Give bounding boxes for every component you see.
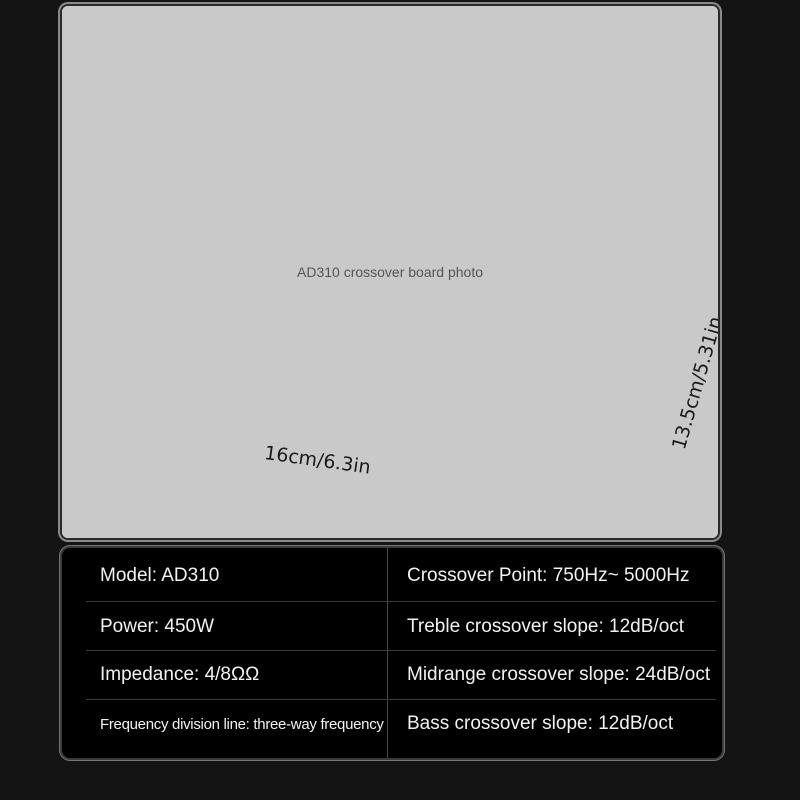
spec-frequency-division: Frequency division line: three-way frequ… [100, 715, 384, 733]
spec-model: Model: AD310 [100, 565, 220, 586]
spec-impedance: Impedance: 4/8ΩΩ [100, 664, 260, 685]
spec-power: Power: 450W [100, 616, 215, 637]
spec-table: Model: AD310 Power: 450W Impedance: 4/8Ω… [62, 548, 722, 758]
row-divider [86, 650, 716, 651]
spec-treble-slope: Treble crossover slope: 12dB/oct [407, 616, 685, 637]
product-photo: AD310 crossover board photo [62, 6, 718, 538]
row-divider [86, 601, 716, 602]
row-divider [86, 699, 716, 700]
product-photo-placeholder-label: AD310 crossover board photo [297, 264, 483, 280]
spec-bass-slope: Bass crossover slope: 12dB/oct [407, 713, 674, 734]
spec-crossover-point: Crossover Point: 750Hz~ 5000Hz [407, 565, 690, 586]
column-divider [387, 548, 388, 758]
spec-midrange-slope: Midrange crossover slope: 24dB/oct [407, 664, 711, 685]
product-photo-panel: AD310 crossover board photo 16cm/6.3in 1… [62, 6, 718, 538]
